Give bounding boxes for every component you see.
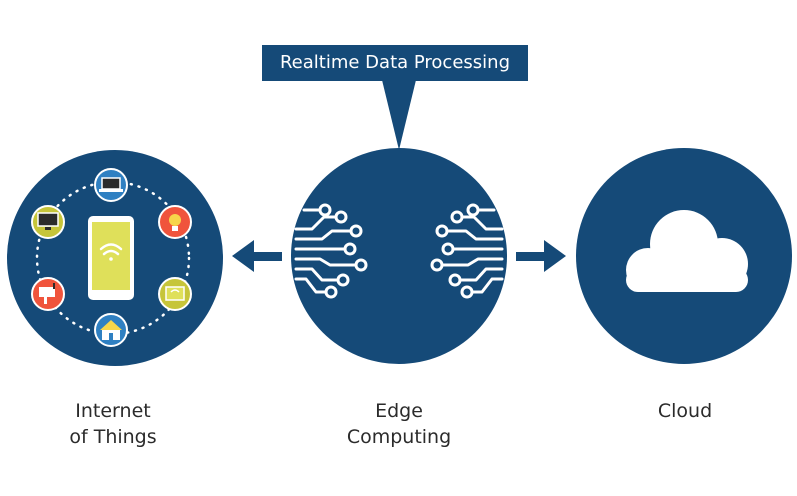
mailbox-icon [31, 277, 65, 311]
edge-label: Edge Computing [299, 398, 499, 450]
monitor-icon [31, 205, 65, 239]
lightbulb-icon [158, 205, 192, 239]
house-icon [94, 313, 128, 347]
iot-label: Internet of Things [13, 398, 213, 450]
edge-circle [291, 148, 507, 364]
tablet-icon [158, 277, 192, 311]
cloud-circle [576, 148, 792, 364]
circuit-icon [294, 203, 504, 299]
iot-label-line2: of Things [69, 426, 157, 448]
wifi-icon [99, 243, 123, 261]
arrow-left-icon [232, 240, 282, 272]
cloud-label-line1: Cloud [657, 400, 713, 422]
callout-label: Realtime Data Processing [279, 52, 510, 73]
callout-box [262, 45, 528, 150]
arrow-right-icon [516, 240, 566, 272]
cloud-icon [626, 210, 748, 292]
iot-label-line1: Internet [75, 400, 151, 422]
phone-icon [88, 216, 134, 300]
edge-label-line2: Computing [346, 426, 452, 448]
laptop-icon [94, 168, 128, 202]
cloud-label: Cloud [585, 398, 785, 424]
iot-circle [7, 150, 223, 366]
edge-label-line1: Edge [375, 400, 423, 422]
